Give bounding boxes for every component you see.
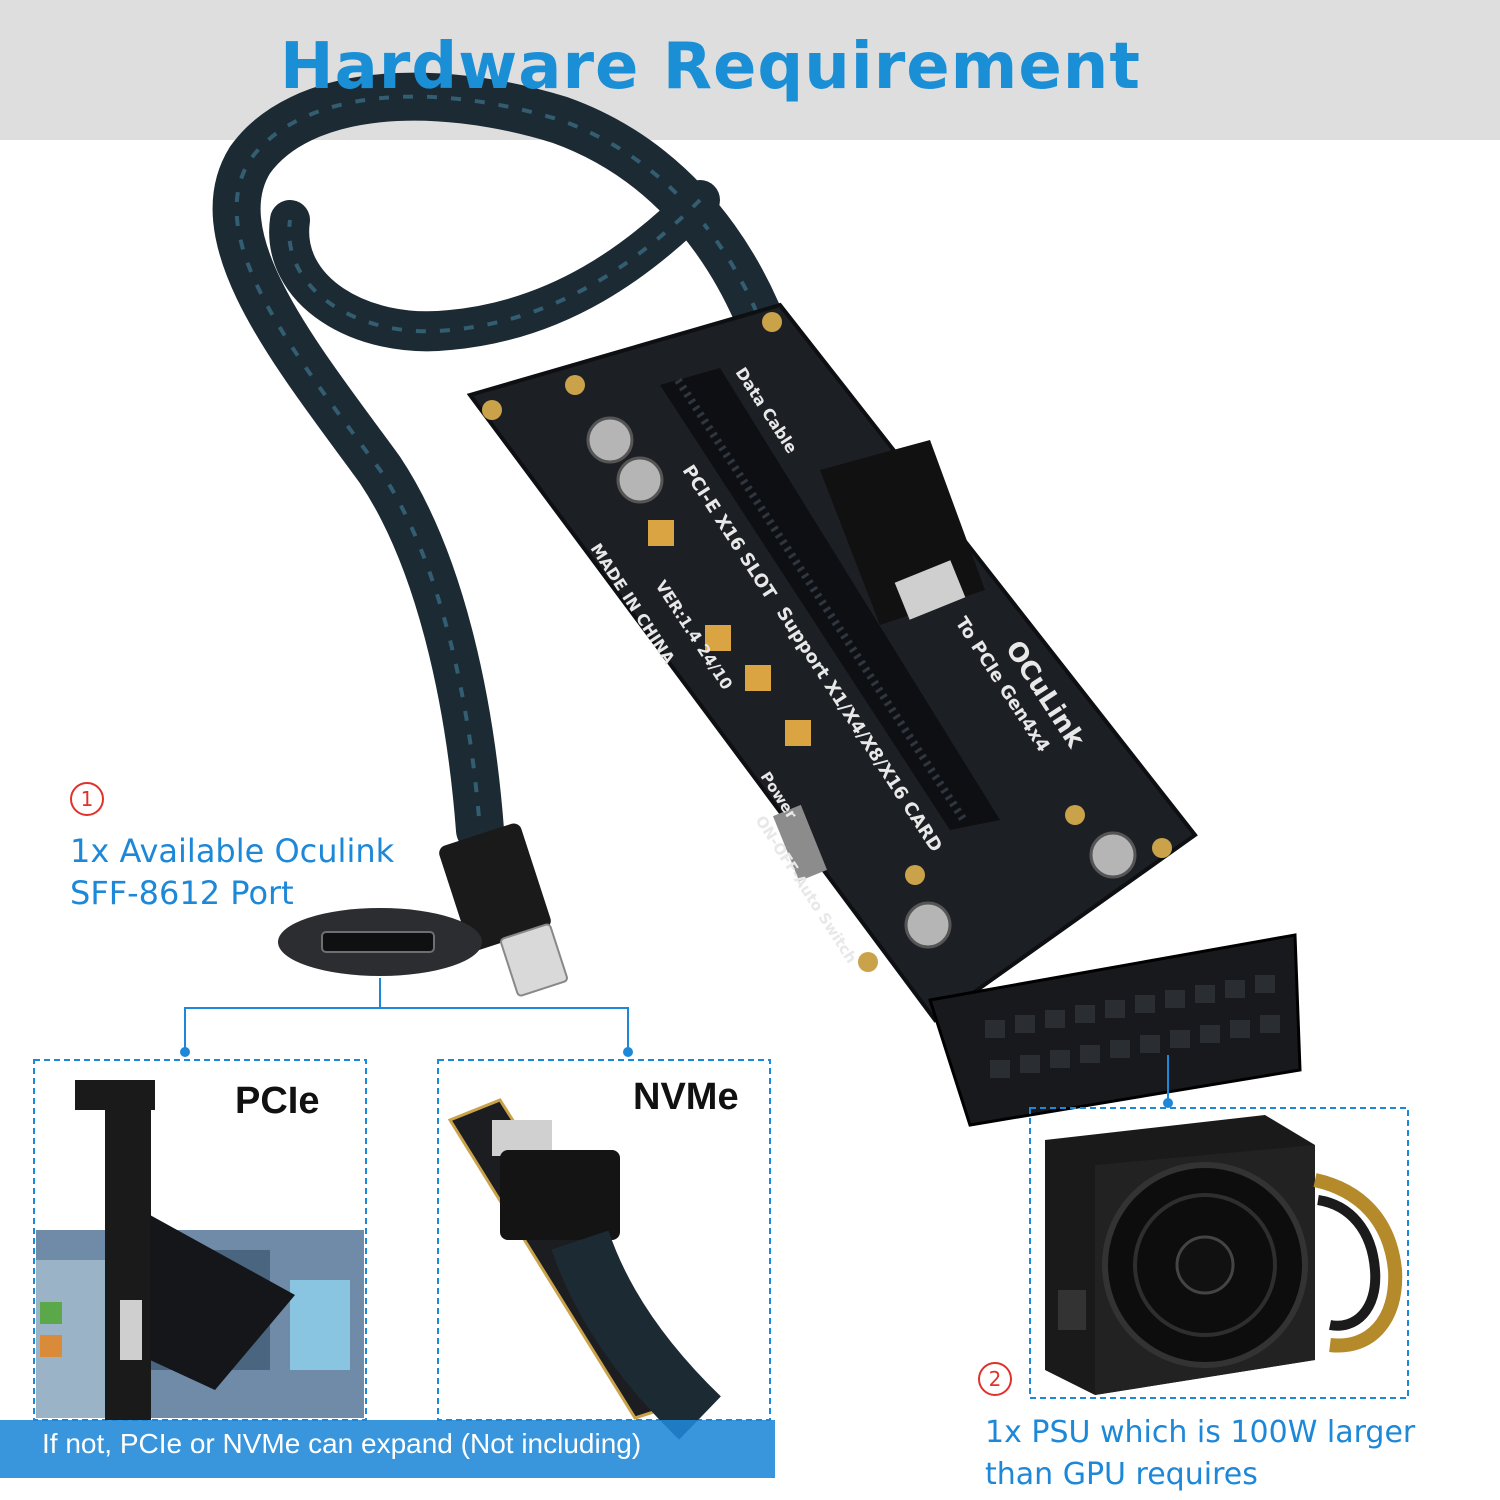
pcie-panel-frame bbox=[33, 1059, 367, 1421]
requirement-2-text: 1x PSU which is 100W larger than GPU req… bbox=[985, 1412, 1415, 1496]
requirement-1-text: 1x Available Oculink SFF-8612 Port bbox=[70, 830, 394, 914]
requirement-1-line2: SFF-8612 Port bbox=[70, 874, 294, 912]
bottom-note-banner bbox=[0, 1420, 775, 1478]
requirement-number-2: 2 bbox=[978, 1362, 1012, 1396]
psu-panel-frame bbox=[1029, 1107, 1409, 1399]
psu-image bbox=[1045, 1115, 1403, 1395]
nvme-panel-frame bbox=[437, 1059, 771, 1421]
requirement-2-line1: 1x PSU which is 100W larger bbox=[985, 1415, 1416, 1450]
header-band bbox=[0, 0, 1500, 140]
riser-board: OCuLink To PCIe Gen4x4 PCI-E X16 SLOT Su… bbox=[466, 302, 1302, 1127]
oculink-connector-left bbox=[439, 823, 568, 997]
nvme-card-image bbox=[447, 1098, 721, 1440]
callout-lines bbox=[184, 978, 1169, 1100]
page-title: Hardware Requirement bbox=[280, 30, 1141, 104]
pcie-card-image bbox=[36, 1080, 364, 1420]
oculink-port-thumbnail bbox=[278, 908, 482, 976]
pcie-label: PCIe bbox=[235, 1080, 320, 1122]
bottom-note: If not, PCIe or NVMe can expand (Not inc… bbox=[42, 1428, 642, 1459]
requirement-2-line2: than GPU requires bbox=[985, 1457, 1258, 1492]
requirement-1-line1: 1x Available Oculink bbox=[70, 832, 395, 870]
requirement-number-1: 1 bbox=[70, 782, 104, 816]
nvme-label: NVMe bbox=[633, 1076, 739, 1118]
